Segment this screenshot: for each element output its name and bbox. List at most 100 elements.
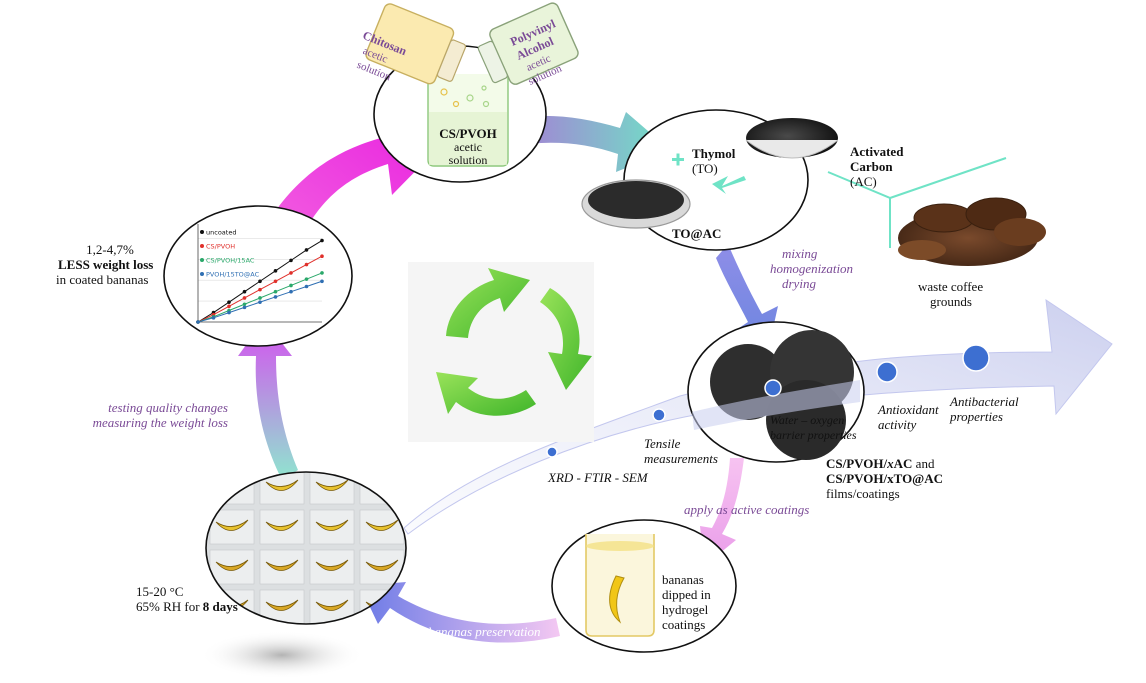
grounds-label: grounds — [930, 294, 972, 309]
apply-coating-label: apply as active coatings — [684, 502, 810, 517]
chart-circle — [163, 205, 353, 347]
chart-legend-marker — [200, 272, 204, 276]
chart-point — [289, 271, 293, 275]
characterization-arrow — [403, 298, 1113, 535]
antioxidant-label-1: Antioxidant — [878, 402, 939, 417]
banana-photo-fruit — [315, 559, 349, 571]
weightloss-sub-label: in coated bananas — [56, 272, 149, 287]
thymol-abbrev-label: (TO) — [692, 161, 718, 176]
banana-photo-circle — [205, 471, 407, 625]
coating-liquid — [586, 541, 654, 551]
chart-point — [227, 310, 231, 315]
banana-photo-fruit — [315, 519, 349, 531]
banana-photo-fruit — [265, 519, 299, 531]
chart-point — [304, 248, 309, 252]
to-ac-powder — [588, 181, 684, 219]
banana-photo-fruit — [265, 479, 299, 491]
chart-point — [242, 302, 247, 307]
chart-point — [258, 300, 262, 304]
storage-temp-label: 15-20 °C — [136, 584, 184, 599]
drop-icon — [452, 100, 460, 108]
films-label-3: films/coatings — [826, 486, 900, 501]
testing-label-2: measuring the weight loss — [92, 415, 228, 430]
chart-point — [258, 287, 262, 292]
chart-legend-label: CS/PVOH/15AC — [206, 257, 255, 265]
banana-photo-fruit — [315, 479, 349, 491]
chart-point — [304, 284, 309, 289]
pvoh-bottle-icon — [477, 2, 579, 85]
banana-photo-fruit — [215, 559, 249, 571]
arrow-to-coating — [700, 458, 744, 566]
cs-pvoh-acetic-label: acetic — [454, 140, 482, 154]
chart-point — [242, 289, 247, 294]
chart-point — [304, 277, 309, 281]
bananas-label-4: coatings — [662, 617, 706, 632]
chart-point — [211, 316, 216, 320]
waste-link-lines — [827, 157, 1007, 248]
banana-icon — [609, 575, 625, 624]
drop-icon — [481, 85, 487, 91]
chart-point — [227, 300, 231, 304]
cs-pvoh-label: CS/PVOH — [439, 126, 497, 141]
carbon-label: Carbon — [850, 159, 893, 174]
weightloss-percent-label: 1,2-4,7% — [86, 242, 134, 257]
thymol-label: Thymol — [692, 146, 736, 161]
drop-icon — [440, 88, 448, 96]
chart-point — [273, 295, 278, 299]
chart-point — [273, 289, 278, 294]
drop-icon — [482, 100, 490, 108]
antioxidant-dot — [876, 361, 898, 383]
chart-point — [320, 271, 324, 275]
banana-photo-fruit — [365, 559, 399, 571]
chitosan-bottle-icon — [365, 3, 467, 85]
chart-point — [196, 320, 200, 324]
barrier-label-2: barrier properties — [770, 428, 857, 442]
arrow-to-films — [716, 244, 778, 342]
banana-photo-fruit — [215, 519, 249, 531]
storage-rh-label: 65% RH for 8 days — [136, 599, 238, 614]
coffee-grounds-image — [898, 197, 1046, 266]
tensile-label-2: measurements — [644, 451, 718, 466]
chart-point — [289, 283, 293, 288]
banana-circle-shadow — [200, 631, 364, 679]
recycle-icon — [436, 268, 592, 416]
preservation-label: bananas preservation — [428, 624, 541, 639]
chart-legend-marker — [200, 244, 204, 248]
testing-label-1: testing quality changes — [108, 400, 228, 415]
plus-icon-vertical — [676, 153, 680, 166]
bowl-icon — [745, 139, 839, 159]
antibacterial-label-2: properties — [950, 409, 1003, 424]
drying-label: drying — [782, 276, 816, 291]
teal-arrow-icon — [712, 176, 746, 194]
films-arrow-overlay — [692, 380, 860, 430]
barrier-label-1: Water – oxygen — [770, 413, 845, 427]
banana-photo-fruit — [265, 599, 299, 611]
chart-point — [258, 279, 262, 284]
chart-point — [242, 296, 247, 300]
bananas-label-3: hydrogel — [662, 602, 709, 617]
arrow-to-testing — [238, 320, 298, 480]
banana-photo-cell — [309, 549, 355, 585]
banana-photo-fruit — [265, 559, 299, 571]
xrd-dot — [546, 446, 558, 458]
chart-point — [258, 296, 262, 300]
mixing-label: mixing — [782, 246, 818, 261]
waste-coffee-label: waste coffee — [918, 279, 984, 294]
chart-point — [320, 238, 324, 243]
antibacterial-label-1: Antibacterial — [950, 394, 1019, 409]
chart-point — [304, 262, 309, 267]
films-label-2: CS/PVOH/xTO@AC — [826, 471, 944, 486]
homogenization-label: homogenization — [770, 261, 854, 276]
chart-point — [227, 304, 231, 309]
drop-icon — [466, 94, 474, 102]
banana-photo-fruit — [365, 519, 399, 531]
chart-point — [289, 258, 293, 263]
banana-photo-fruit — [365, 479, 399, 491]
activated-label: Activated — [850, 144, 904, 159]
barrier-dot — [764, 379, 782, 397]
banana-photo-fruit — [315, 599, 349, 611]
chart-legend-label: uncoated — [206, 229, 236, 237]
arrow-to-preservation — [360, 582, 560, 643]
